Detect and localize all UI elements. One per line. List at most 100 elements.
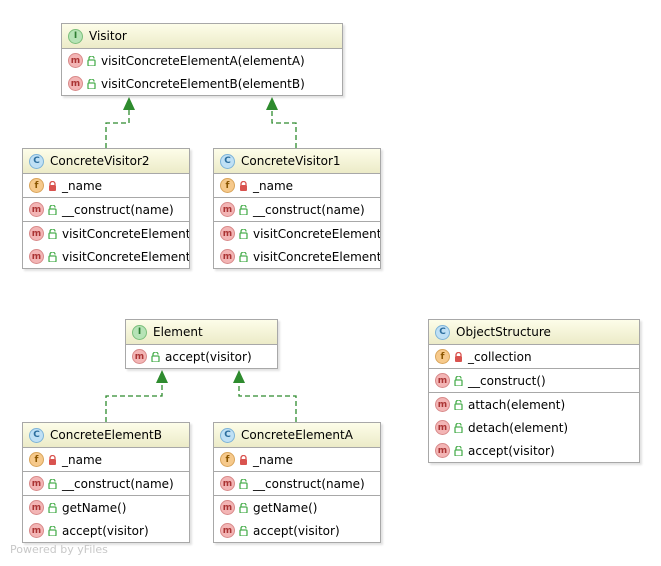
member-label: __construct(name) <box>62 476 174 491</box>
class-section: f _name <box>214 448 380 472</box>
private-lock-icon <box>235 454 248 465</box>
field-icon: f <box>435 349 450 364</box>
arrowhead-icon <box>123 97 135 110</box>
class-section: m visitConcreteElementA m visitConcreteElem… <box>23 222 189 268</box>
class-header: I Visitor <box>62 24 342 49</box>
method-icon: m <box>29 226 44 241</box>
method-row: m__construct(name) <box>214 198 380 221</box>
interface-icon: I <box>68 28 83 44</box>
realization-edge-concrete-element-a <box>238 383 297 422</box>
class-icon: C <box>29 427 44 443</box>
class-icon: C <box>220 153 235 169</box>
method-icon: m <box>435 373 450 388</box>
member-label: __construct(name) <box>253 476 365 491</box>
class-section: m visitConcreteElementA m visitConcreteElem… <box>214 222 380 268</box>
class-icon: C <box>220 427 235 443</box>
method-icon: m <box>68 53 83 68</box>
member-label: accept(visitor) <box>165 349 252 364</box>
class-section: m __construct(name) <box>23 198 189 222</box>
class-section: m __construct(name) <box>23 472 189 496</box>
public-lock-icon <box>44 204 57 215</box>
class-icon: C <box>435 324 450 340</box>
method-icon: m <box>220 476 235 491</box>
method-icon: m <box>220 523 235 538</box>
method-icon: m <box>29 249 44 264</box>
method-row: m visitConcreteElementA <box>23 222 189 245</box>
class-section: f_name <box>23 448 189 472</box>
method-row: m visitConcreteElementB <box>214 245 380 268</box>
member-label: _name <box>62 178 103 193</box>
class-section: f_name <box>23 174 189 198</box>
member-label: __construct(name) <box>253 202 365 217</box>
class-title: Visitor <box>89 29 127 43</box>
class-title: ConcreteElementA <box>241 428 353 442</box>
class-section: f_collection <box>429 345 639 369</box>
method-row: m visitConcreteElementA <box>214 222 380 245</box>
member-label: visitConcreteElementB <box>253 249 381 264</box>
method-icon: m <box>435 420 450 435</box>
member-label: _name <box>62 452 103 467</box>
watermark: Powered by yFiles <box>10 543 108 556</box>
method-row: m__construct() <box>429 369 639 392</box>
class-title: ConcreteVisitor2 <box>50 154 150 168</box>
class-section: m__construct() <box>429 369 639 393</box>
member-label: visitConcreteElementA <box>62 226 190 241</box>
field-icon: f <box>220 452 235 467</box>
method-icon: m <box>29 523 44 538</box>
member-label: _name <box>253 452 294 467</box>
public-lock-icon <box>83 55 96 66</box>
class-section: m accept(visitor) <box>126 345 277 368</box>
public-lock-icon <box>83 78 96 89</box>
public-lock-icon <box>44 251 57 262</box>
public-lock-icon <box>235 525 248 536</box>
field-row: f _name <box>214 448 380 471</box>
field-row: f_name <box>23 448 189 471</box>
public-lock-icon <box>44 525 57 536</box>
member-label: __construct(name) <box>62 202 174 217</box>
private-lock-icon <box>44 454 57 465</box>
method-icon: m <box>29 500 44 515</box>
method-row: m __construct(name) <box>23 198 189 221</box>
member-label: accept(visitor) <box>253 523 340 538</box>
member-label: visitConcreteElementA <box>253 226 381 241</box>
method-icon: m <box>220 249 235 264</box>
member-label: detach(element) <box>468 420 569 435</box>
public-lock-icon <box>44 478 57 489</box>
method-icon: m <box>29 202 44 217</box>
method-row: m __construct(name) <box>23 472 189 495</box>
member-label: visitConcreteElementB <box>62 249 190 264</box>
public-lock-icon <box>450 445 463 456</box>
member-label: attach(element) <box>468 397 566 412</box>
public-lock-icon <box>235 502 248 513</box>
member-label: getName() <box>62 500 127 515</box>
public-lock-icon <box>450 375 463 386</box>
realization-edge-concrete-visitor1 <box>271 110 297 148</box>
method-row: m __construct(name) <box>214 472 380 495</box>
method-icon: m <box>220 226 235 241</box>
public-lock-icon <box>147 351 160 362</box>
arrowhead-icon <box>156 370 168 383</box>
member-label: visitConcreteElementB(elementB) <box>101 76 305 91</box>
class-title: ObjectStructure <box>456 325 551 339</box>
method-icon: m <box>29 476 44 491</box>
method-icon: m <box>132 349 147 364</box>
public-lock-icon <box>235 251 248 262</box>
arrowhead-icon <box>266 97 278 110</box>
method-icon: m <box>435 443 450 458</box>
